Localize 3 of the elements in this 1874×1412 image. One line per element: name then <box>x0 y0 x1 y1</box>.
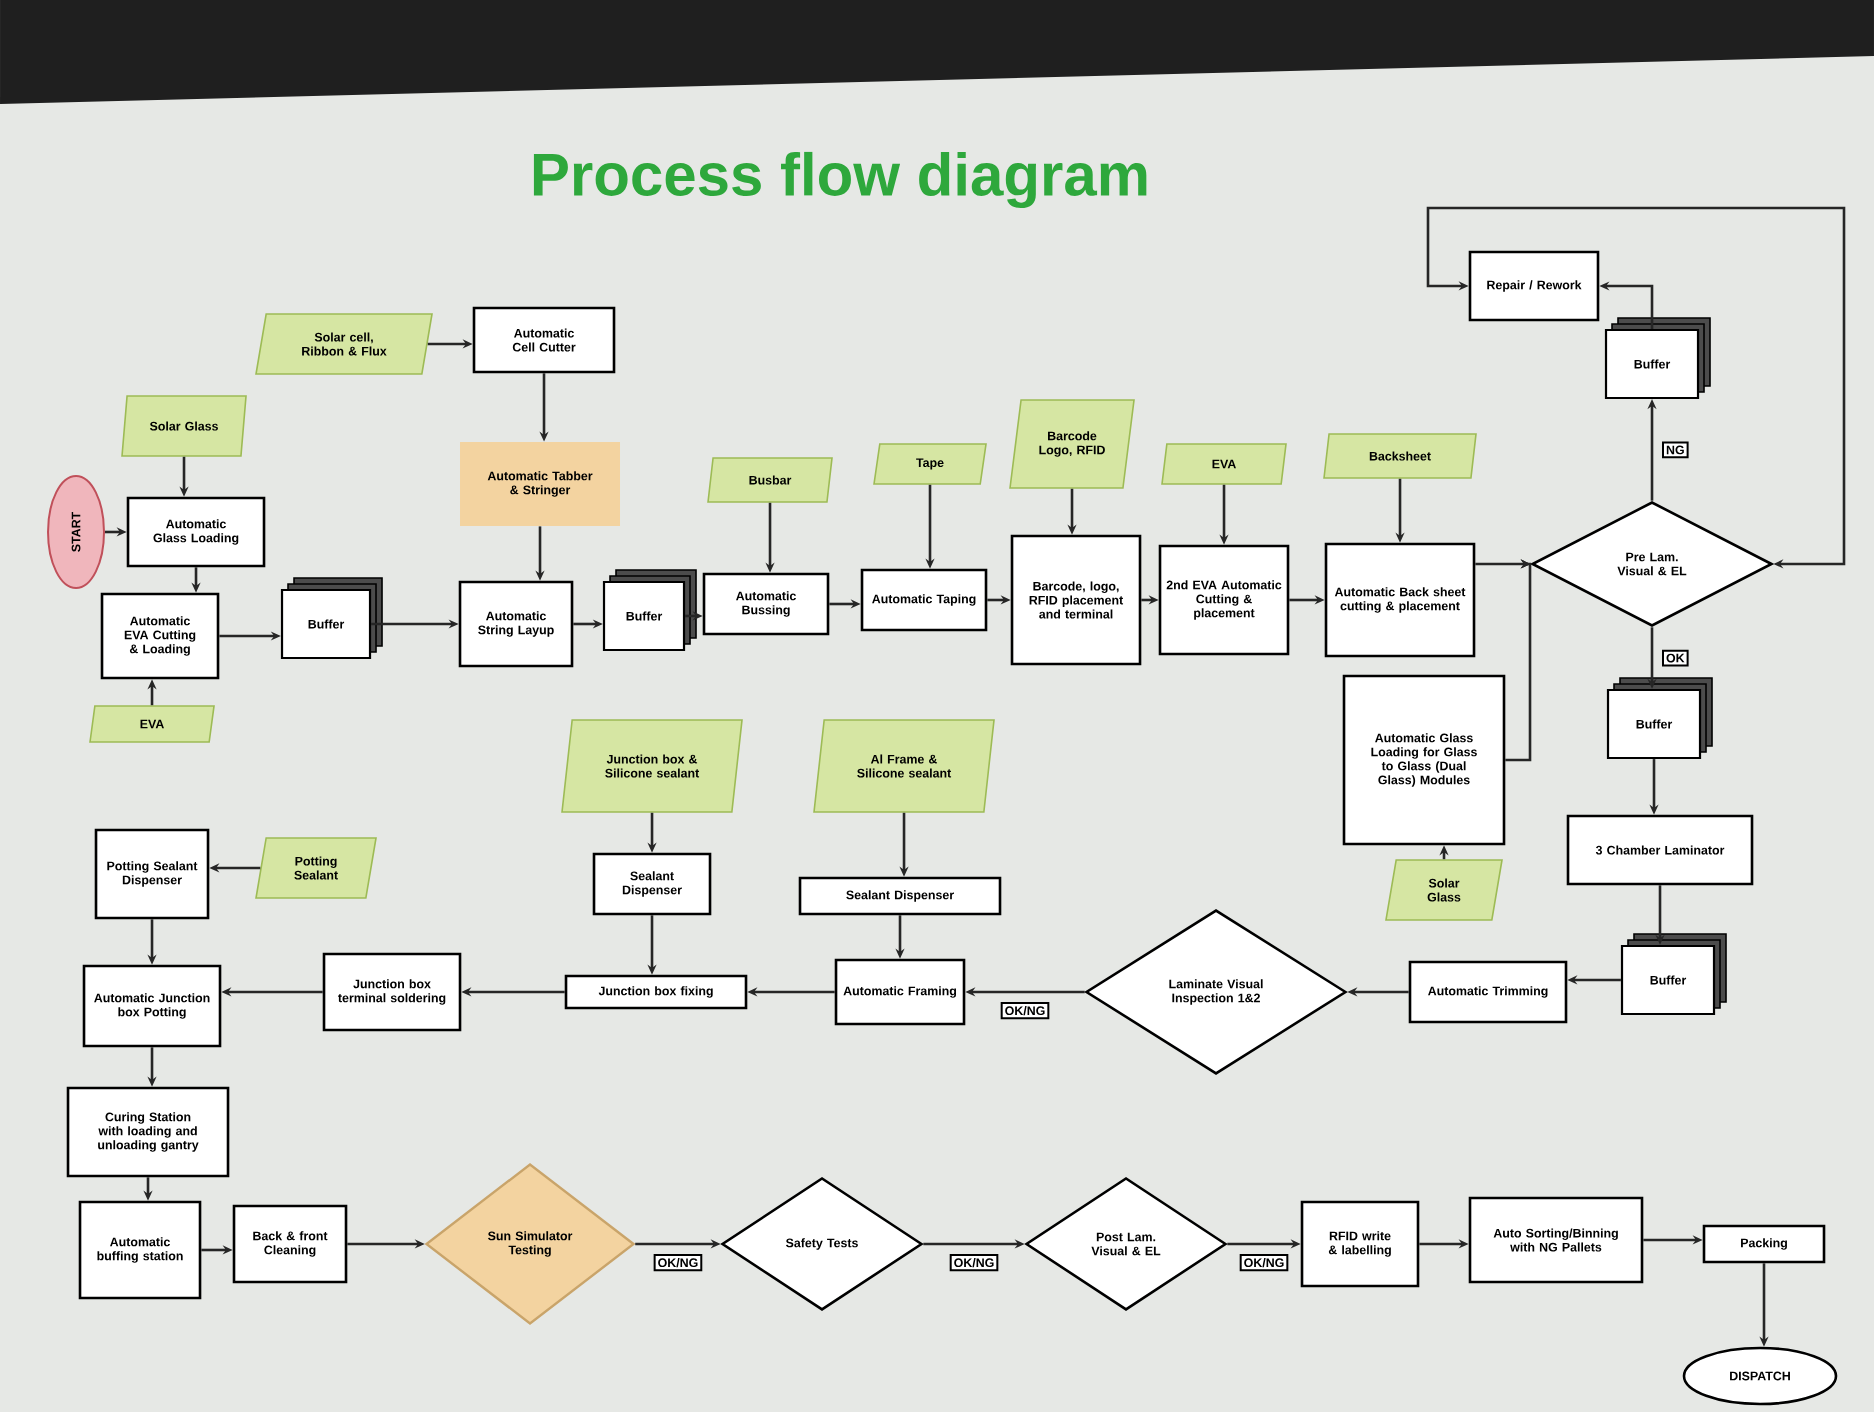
arrow <box>1426 206 1846 569</box>
arrow <box>1505 559 1532 762</box>
title: Process flow diagram <box>533 151 1147 209</box>
